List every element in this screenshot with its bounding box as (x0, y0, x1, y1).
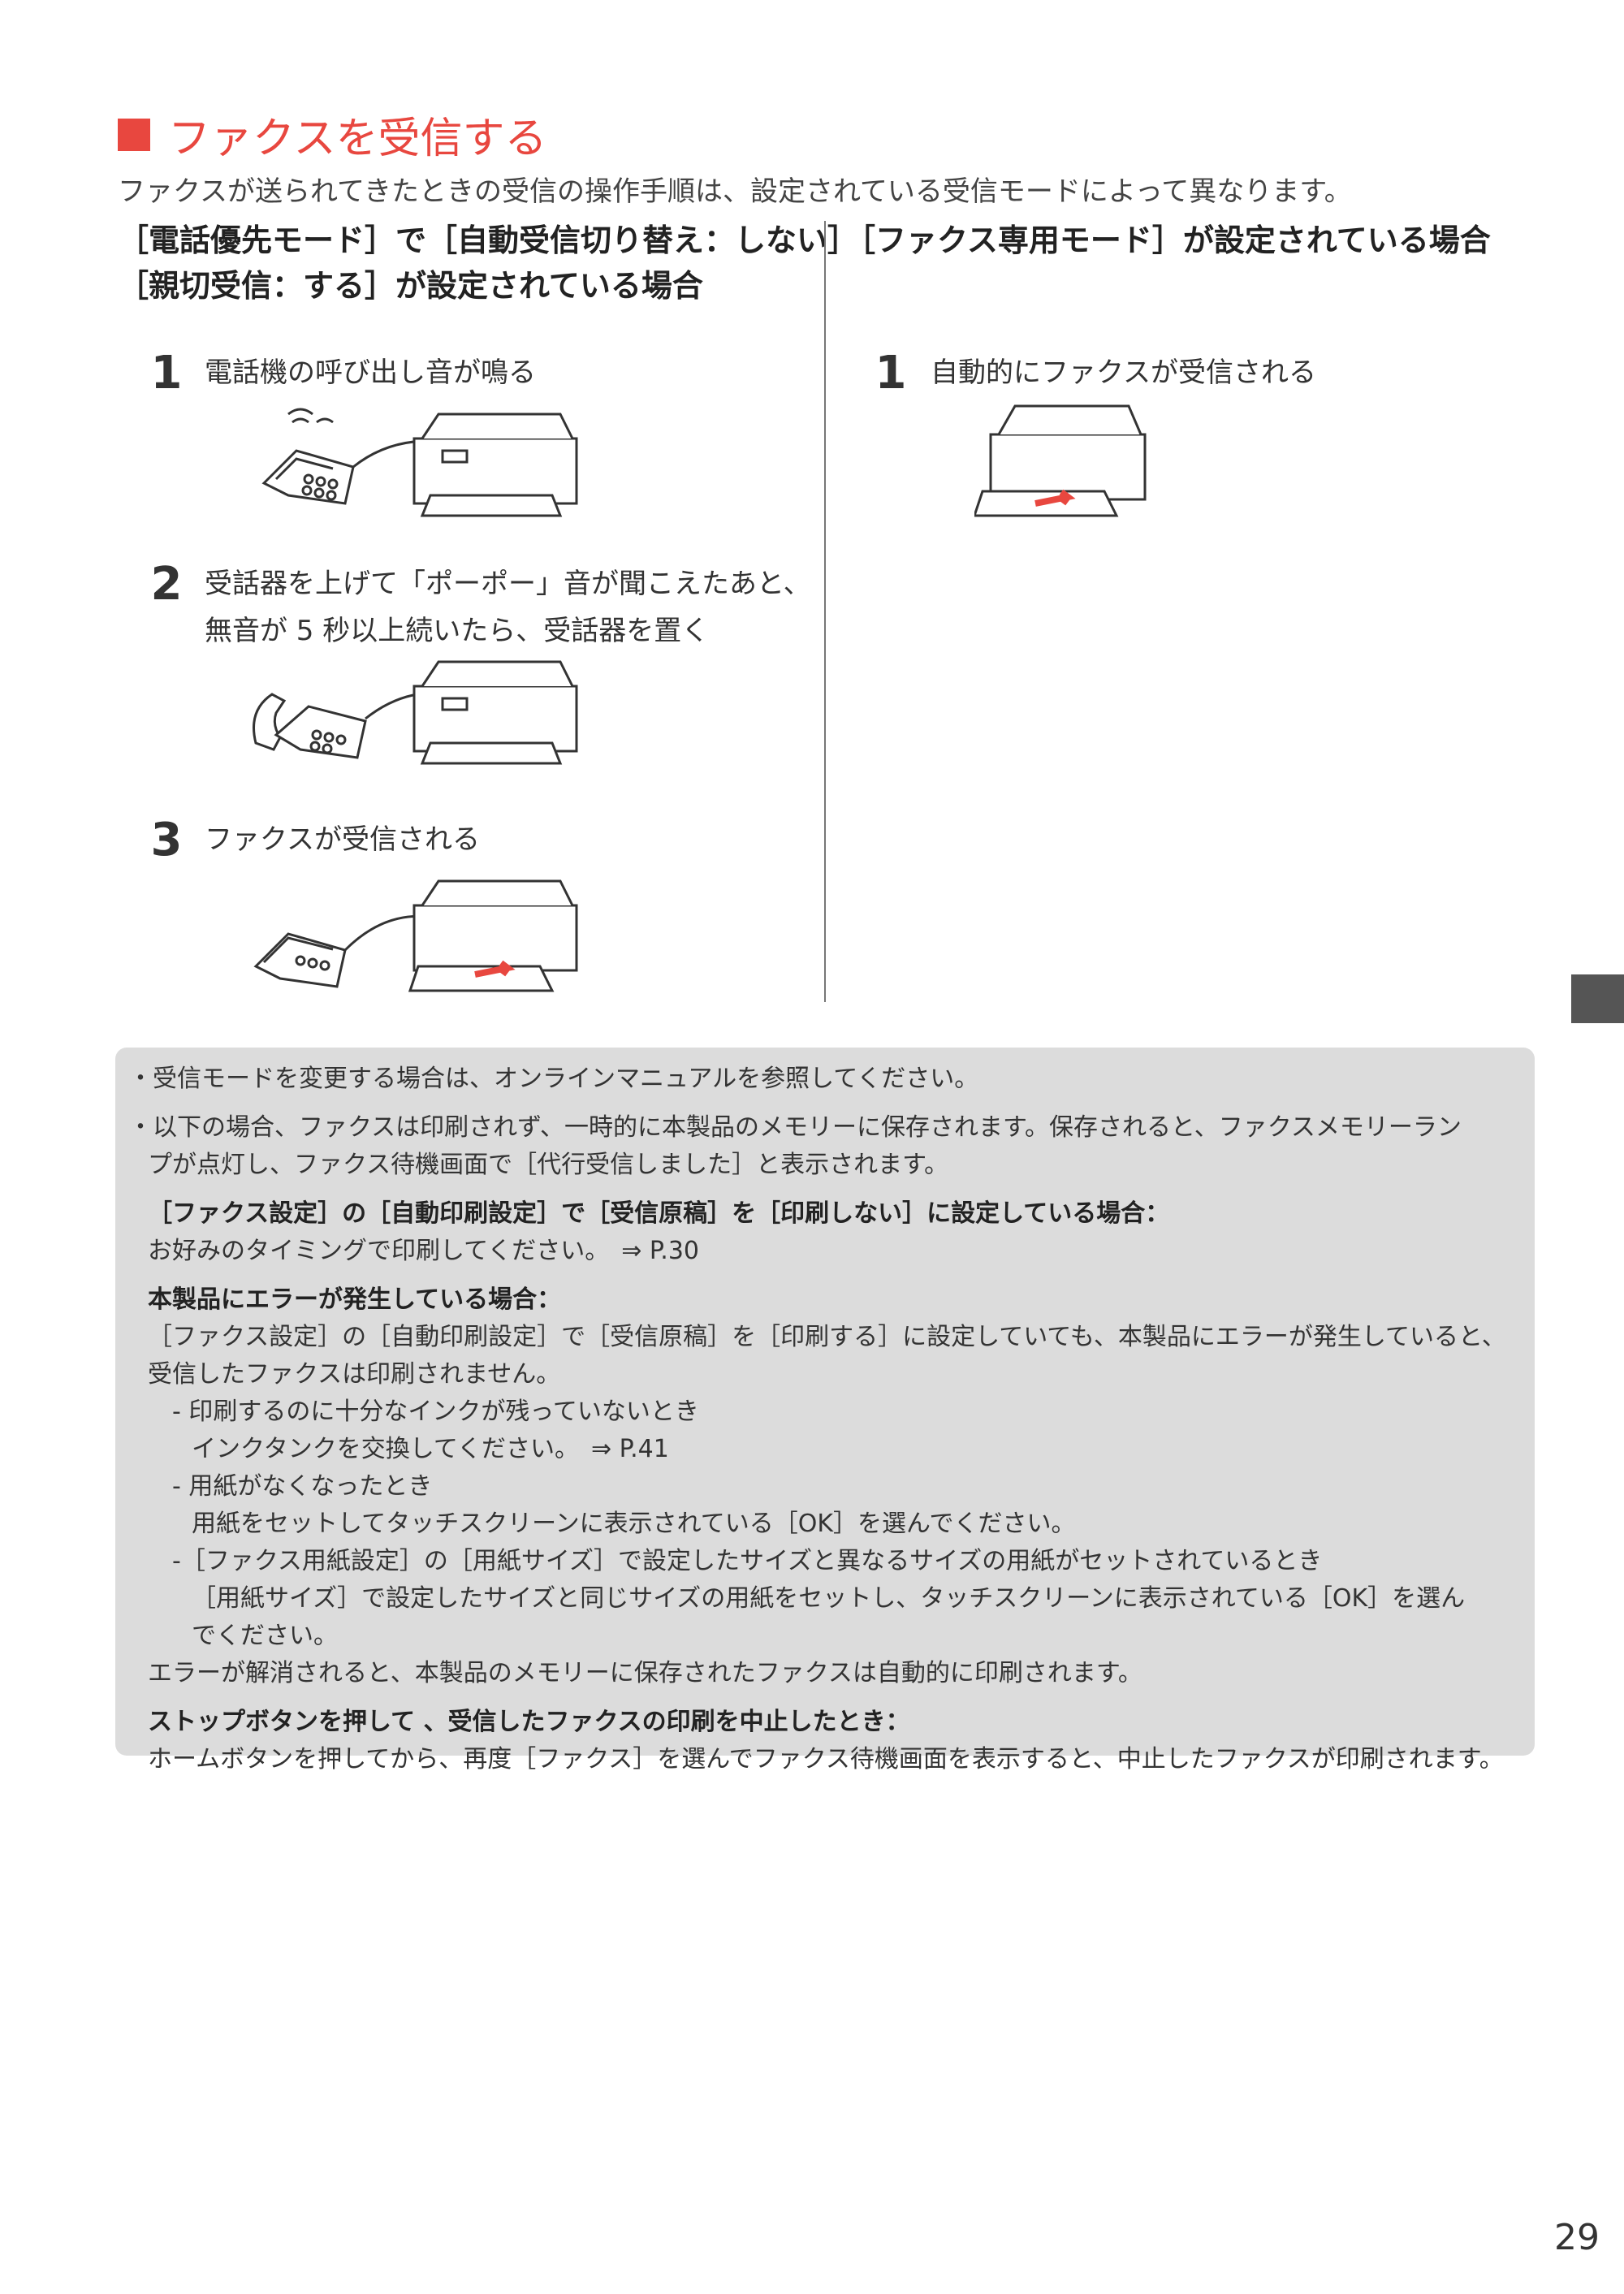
note-sub3-body-line1: ［用紙サイズ］で設定したサイズと同じサイズの用紙をセットし、タッチスクリーンに表… (192, 1584, 1466, 1613)
left-step-3-text: ファクスが受信される (205, 823, 480, 856)
phone-ringing-printer-illustration (261, 408, 578, 517)
section-title: ファクスを受信する (118, 104, 546, 165)
section-title-text: ファクスを受信する (168, 114, 547, 163)
side-tab-marker (1571, 974, 1624, 1023)
fax-receiving-printer-illustration (253, 879, 578, 992)
left-step-2-number: 2 (150, 558, 183, 611)
left-step-3-number: 3 (150, 814, 183, 866)
notes-box (115, 1048, 1535, 1756)
note-case3-title: ストップボタンを押して 、受信したファクスの印刷を中止したとき： (148, 1708, 910, 1736)
page-number: 29 (1554, 2217, 1600, 2258)
auto-fax-receiving-printer-illustration (974, 404, 1147, 517)
notes-content: ・受信モードを変更する場合は、オンラインマニュアルを参照してください。 ・以下の… (128, 1061, 1506, 1778)
note-case2-body-line1: ［ファクス設定］の［自動印刷設定］で［受信原稿］を［印刷する］に設定していても、… (148, 1323, 1506, 1351)
right-step-1-text: 自動的にファクスが受信される (931, 356, 1316, 389)
note-sub3-title: -［ファクス用紙設定］の［用紙サイズ］で設定したサイズと異なるサイズの用紙がセッ… (172, 1547, 1323, 1575)
note-bullet-2-line1: ・以下の場合、ファクスは印刷されず、一時的に本製品のメモリーに保存されます。保存… (128, 1113, 1462, 1142)
note-case2-body-line2: 受信したファクスは印刷されません。 (148, 1360, 561, 1389)
note-bullet-1: ・受信モードを変更する場合は、オンラインマニュアルを参照してください。 (128, 1065, 979, 1093)
phone-handset-lifted-printer-illustration (253, 660, 578, 765)
note-sub2-body: 用紙をセットしてタッチスクリーンに表示されている［OK］を選んでください。 (192, 1510, 1076, 1538)
note-case3-body: ホームボタンを押してから、再度［ファクス］を選んでファクス待機画面を表示すると、… (148, 1745, 1504, 1773)
note-sub2-title: - 用紙がなくなったとき (172, 1472, 433, 1501)
left-step-2-text: 受話器を上げて「ポーポー」音が聞こえたあと、 無音が 5 秒以上続いたら、受話器… (205, 568, 811, 647)
right-step-1-number: 1 (875, 347, 907, 400)
section-square-icon (118, 118, 150, 151)
note-case1-title: ［ファクス設定］の［自動印刷設定］で［受信原稿］を［印刷しない］に設定している場… (148, 1199, 1170, 1228)
note-sub1-body: インクタンクを交換してください。 ⇒ P.41 (192, 1435, 669, 1463)
left-step-1-number: 1 (150, 347, 183, 400)
note-case2-footer: エラーが解消されると、本製品のメモリーに保存されたファクスは自動的に印刷されます… (148, 1659, 1142, 1687)
note-bullet-2-line2: プが点灯し、ファクス待機画面で［代行受信しました］と表示されます。 (148, 1151, 949, 1179)
intro-text: ファクスが送られてきたときの受信の操作手順は、設定されている受信モードによって異… (118, 175, 1352, 208)
note-case2-title: 本製品にエラーが発生している場合： (148, 1285, 562, 1314)
note-sub1-title: - 印刷するのに十分なインクが残っていないとき (172, 1398, 699, 1426)
left-step-1-text: 電話機の呼び出し音が鳴る (205, 356, 536, 389)
note-sub3-body-line2: でください。 (192, 1622, 338, 1650)
right-column-heading: ［ファクス専用モード］が設定されている場合 (844, 222, 1491, 258)
column-divider (824, 221, 826, 1002)
note-case1-body: お好みのタイミングで印刷してください。 ⇒ P.30 (148, 1237, 700, 1265)
left-column-heading: ［電話優先モード］で［自動受信切り替え：しない］ ［親切受信：する］が設定されて… (118, 222, 859, 304)
